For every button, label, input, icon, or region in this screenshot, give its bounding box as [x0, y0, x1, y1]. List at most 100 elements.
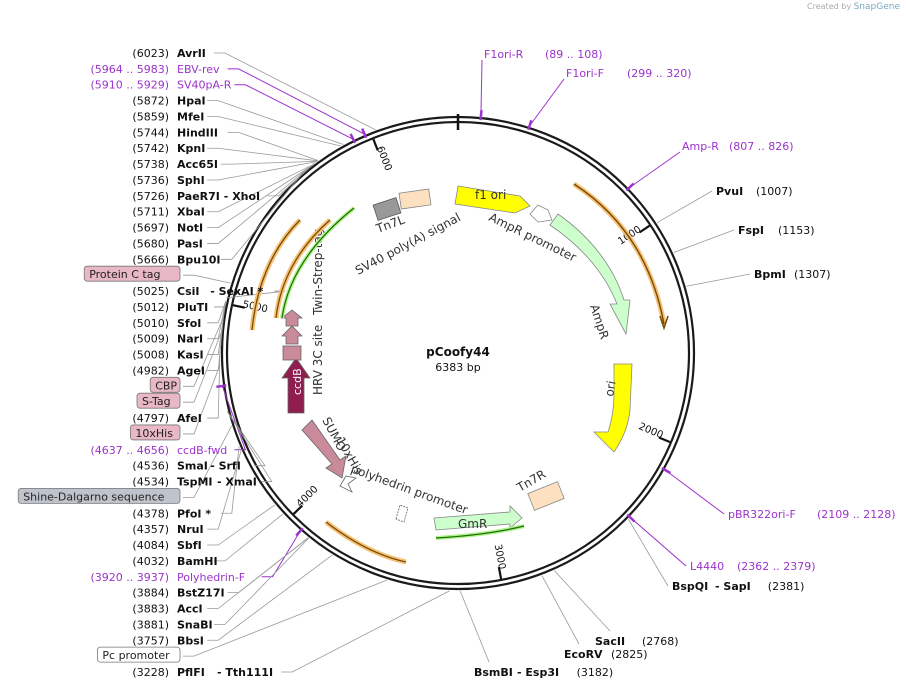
- left-label-pluti[interactable]: (5012)PluTI: [132, 301, 208, 314]
- polyhedrin-label: polyhedrin promoter: [349, 462, 470, 517]
- svg-text:(2825): (2825): [611, 648, 648, 661]
- left-label-kasi[interactable]: (5008)KasI: [132, 349, 203, 362]
- svg-text:NruI: NruI: [177, 523, 204, 536]
- feature-sv40[interactable]: [372, 197, 402, 221]
- left-label-csii[interactable]: (5025)CsiI- SexAI *: [132, 285, 263, 298]
- svg-text:(5008): (5008): [132, 349, 169, 362]
- right-label-sacii[interactable]: SacII(2768): [595, 635, 679, 648]
- leader-line: [214, 513, 284, 562]
- right-label-amp-r[interactable]: Amp-R(807 .. 826): [682, 140, 794, 153]
- left-label-ccdb-fwd[interactable]: (4637 .. 4656)ccdB-fwd: [90, 444, 227, 457]
- feature-ori[interactable]: [593, 363, 633, 453]
- svg-text:(4032): (4032): [132, 555, 169, 568]
- left-label-nari[interactable]: (5009)NarI: [132, 333, 203, 346]
- feature-tn7l[interactable]: [398, 188, 432, 210]
- svg-text:AccI: AccI: [177, 603, 203, 616]
- leader-line: [628, 151, 681, 189]
- svg-text:(3883): (3883): [132, 603, 169, 616]
- svg-text:(4797): (4797): [132, 412, 169, 425]
- tick-mark: [658, 436, 671, 444]
- left-label-kpni[interactable]: (5742)KpnI: [132, 142, 205, 155]
- left-label-acci[interactable]: (3883) AccI: [132, 603, 202, 616]
- left-label-sv40pa-r[interactable]: (5910 .. 5929)SV40pA-R: [90, 79, 231, 92]
- svg-text:EcoRV: EcoRV: [564, 648, 603, 661]
- left-label-sfoi[interactable]: (5010)SfoI: [132, 317, 201, 330]
- svg-text:EBV-rev: EBV-rev: [177, 63, 220, 76]
- leader-line: [664, 469, 725, 515]
- svg-text:(5680): (5680): [132, 237, 169, 250]
- right-label-f1ori-r[interactable]: F1ori-R(89 .. 108): [484, 48, 603, 61]
- right-label-bspqi[interactable]: BspQI- SapI(2381): [672, 580, 804, 593]
- svg-text:(4534): (4534): [132, 476, 169, 489]
- left-label-polyhedrin-f[interactable]: (3920 .. 3937)Polyhedrin-F: [90, 571, 245, 584]
- svg-text:PaeR7I: PaeR7I: [177, 190, 220, 203]
- right-label-bsmbi[interactable]: BsmBI- Esp3I(3182): [474, 666, 613, 679]
- leader-line: [234, 84, 354, 140]
- left-label-paer7i[interactable]: (5726)PaeR7I- XhoI: [132, 190, 260, 203]
- right-label-pbr322ori-f[interactable]: pBR322ori-F(2109 .. 2128): [728, 508, 896, 521]
- svg-text:(299 .. 320): (299 .. 320): [627, 67, 692, 80]
- right-label-l4440[interactable]: L4440(2362 .. 2379): [690, 560, 816, 573]
- feature-sumo[interactable]: [301, 419, 347, 479]
- left-label-bbsi[interactable]: (3757)BbsI: [132, 634, 203, 647]
- leader-line: [207, 301, 227, 324]
- svg-text:(5010): (5010): [132, 317, 169, 330]
- right-label-fspi[interactable]: FspI(1153): [738, 224, 815, 237]
- left-label-pc-promoter[interactable]: Pc promoter: [97, 646, 181, 663]
- right-label-bpmi[interactable]: BpmI(1307): [754, 268, 831, 281]
- left-label-10xhis[interactable]: 10xHis: [129, 424, 181, 441]
- svg-text:Bpu10I: Bpu10I: [177, 253, 221, 266]
- left-label-avrii[interactable]: (6023)AvrII: [132, 47, 205, 60]
- left-label-nrui[interactable]: (4357) NruI: [132, 523, 203, 536]
- feature-ampr-promoter[interactable]: [529, 204, 553, 223]
- right-label-f1ori-f[interactable]: F1ori-F(299 .. 320): [566, 67, 692, 80]
- feature-polyhedrin-promoter[interactable]: [395, 504, 409, 523]
- left-label-afei[interactable]: (4797)AfeI: [132, 412, 201, 425]
- leader-lines: [183, 52, 751, 673]
- svg-text:ccdB-fwd: ccdB-fwd: [177, 444, 227, 457]
- leader-line: [183, 425, 232, 498]
- left-label-pfoi-[interactable]: (4378)PfoI *: [132, 507, 211, 520]
- left-label-mfei[interactable]: (5859)MfeI: [132, 110, 204, 123]
- left-label-pflfi[interactable]: (3228)PflFI- Tth111I: [132, 666, 273, 679]
- feature-f1-ori[interactable]: [454, 185, 531, 214]
- left-label-ebv-rev[interactable]: (5964 .. 5983)EBV-rev: [90, 63, 220, 76]
- right-label-ecorv[interactable]: EcoRV (2825): [564, 648, 648, 661]
- tick-mark: [232, 304, 245, 309]
- leader-line: [459, 590, 490, 663]
- svg-text:(4357): (4357): [132, 523, 169, 536]
- feature-ampr[interactable]: [549, 213, 631, 336]
- right-label-pvui[interactable]: PvuI(1007): [716, 185, 793, 198]
- left-label-bamhi[interactable]: (4032)BamHI: [132, 555, 217, 568]
- left-label-acc65i[interactable]: (5738)Acc65I: [132, 158, 218, 171]
- left-label-pasi[interactable]: (5680) PasI: [132, 237, 202, 250]
- left-label-tspmi[interactable]: (4534)TspMI- XmaI: [132, 476, 256, 489]
- credit-prefix: Created by: [807, 2, 852, 11]
- left-label-hindiii[interactable]: (5744)HindIII: [132, 126, 218, 139]
- feature-ccdb[interactable]: [281, 357, 311, 414]
- leader-line: [207, 100, 344, 145]
- left-label-hpai[interactable]: (5872)HpaI: [132, 95, 205, 108]
- feature-tn7r[interactable]: [527, 481, 565, 511]
- left-label-xbai[interactable]: (5711)XbaI: [132, 206, 204, 219]
- leader-line: [214, 537, 309, 625]
- left-label-noti[interactable]: (5697)NotI: [132, 222, 203, 235]
- left-label-sphi[interactable]: (5736)SphI: [132, 174, 204, 187]
- left-label-agei[interactable]: (4982)AgeI: [132, 364, 205, 377]
- left-label-bpu10i[interactable]: (5666)Bpu10I: [132, 253, 220, 266]
- ccdb-label: ccdB: [291, 368, 304, 395]
- left-label-shine-dalgarno-sequence[interactable]: Shine-Dalgarno sequence: [17, 488, 181, 504]
- left-label-sbfi[interactable]: (4084)SbfI: [132, 539, 201, 552]
- left-label-protein-c-tag[interactable]: Protein C tag: [83, 265, 181, 282]
- feature-gmr[interactable]: [433, 505, 523, 531]
- leader-line: [686, 273, 751, 287]
- left-label-s-tag[interactable]: S-Tag: [136, 392, 181, 409]
- svg-text:PasI: PasI: [177, 237, 203, 250]
- left-label-bstz17i[interactable]: (3884)BstZ17I: [132, 587, 224, 600]
- left-label-snabi[interactable]: (3881)SnaBI: [132, 618, 212, 631]
- leader-line: [529, 78, 565, 127]
- leader-line: [226, 411, 266, 467]
- left-label-smai[interactable]: (4536)SmaI- SrfI: [132, 460, 240, 473]
- left-label-cbp[interactable]: CBP: [149, 376, 181, 393]
